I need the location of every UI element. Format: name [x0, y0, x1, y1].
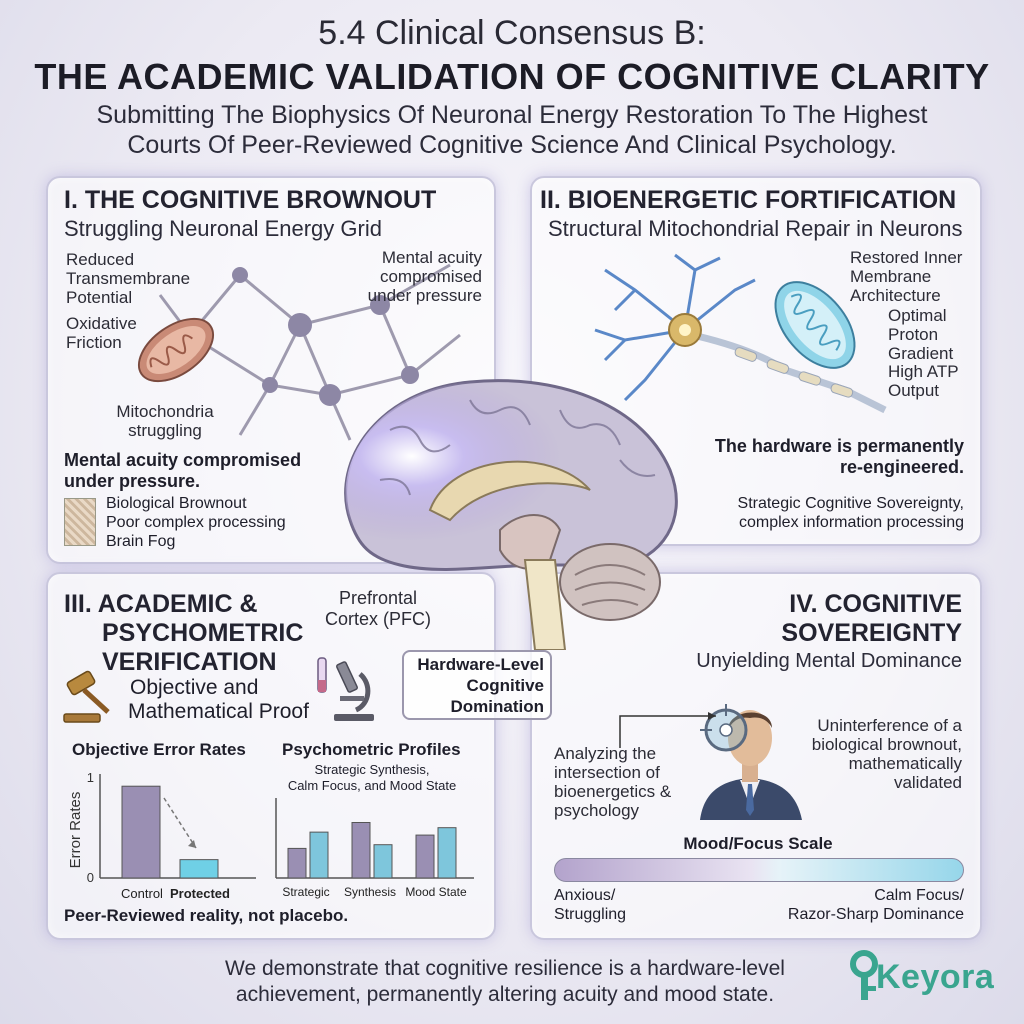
panel1-title: I. THE COGNITIVE BROWNOUT: [64, 186, 437, 214]
keyora-logo-icon: [850, 950, 878, 1000]
error-chart-ytick-0: 0: [87, 870, 94, 885]
label-transmembrane-potential: Reduced Transmembrane Potential: [66, 250, 191, 307]
error-bar-protected: [179, 859, 219, 879]
psychometric-chart-subtitle: Strategic Synthesis, Calm Focus, and Moo…: [287, 762, 457, 793]
brain-sagittal-illustration: [344, 379, 678, 650]
reduction-arrow: [163, 797, 197, 849]
error-bar-control: [121, 785, 161, 879]
panel1-subtitle: Struggling Neuronal Energy Grid: [64, 216, 382, 241]
page-title-line1: 5.4 Clinical Consensus B:: [318, 14, 706, 52]
panel3-subtitle: Objective and Mathematical Proof: [128, 676, 309, 723]
gavel-icon: [63, 670, 110, 723]
panel2-subtitle: Structural Mitochondrial Repair in Neuro…: [548, 216, 963, 241]
psychometric-bar-synthesis-2: [373, 844, 393, 879]
error-chart-xlabel-protected: Protected: [170, 886, 230, 901]
panel2-title: II. BIOENERGETIC FORTIFICATION: [540, 186, 957, 214]
psychometric-chart-title: Psychometric Profiles: [282, 740, 461, 759]
error-chart-ylabel: Error Rates: [67, 792, 84, 869]
healthy-neuron-illustration: [594, 253, 887, 414]
callout-leader-line: [619, 712, 716, 748]
microscope-icon: [317, 657, 374, 721]
psychometric-profiles-chart: Strategic Synthesis Mood State: [275, 798, 474, 899]
panel1-legend: Biological Brownout Poor complex process…: [106, 495, 286, 550]
page-title-line2: THE ACADEMIC VALIDATION OF COGNITIVE CLA…: [34, 56, 990, 97]
panel4-subtitle: Unyielding Mental Dominance: [696, 650, 962, 672]
panel3-footer: Peer-Reviewed reality, not placebo.: [64, 906, 349, 925]
label-analyzing-intersection: Analyzing the intersection of bioenerget…: [554, 744, 672, 820]
psychometric-bar-mood-state-1: [415, 834, 435, 879]
label-uninterference: Uninterference of a biological brownout,…: [811, 716, 962, 792]
scale-right-label: Calm Focus/ Razor-Sharp Dominance: [787, 887, 964, 923]
footer-statement: We demonstrate that cognitive resilience…: [225, 957, 785, 1006]
healthy-mitochondrion-icon: [774, 281, 856, 369]
panel1-summary: Mental acuity compromised under pressure…: [64, 450, 302, 491]
error-chart-title: Objective Error Rates: [72, 740, 246, 759]
psychometric-bar-strategic-2: [309, 831, 329, 879]
brownout-texture-swatch: [64, 498, 96, 546]
label-mental-acuity: Mental acuity compromised under pressure: [367, 248, 482, 305]
error-chart-ytick-1: 1: [87, 770, 94, 785]
label-inner-membrane: Restored Inner Membrane Architecture: [850, 248, 963, 305]
psychometric-xlabel-strategic: Strategic: [282, 885, 329, 899]
panel2-footer: Strategic Cognitive Sovereignty, complex…: [737, 495, 964, 531]
psychometric-bar-strategic-1: [287, 847, 307, 879]
hardware-domination-callout: Hardware-Level Cognitive Domination: [402, 650, 552, 720]
mood-focus-scale-bar: [554, 858, 964, 882]
panel3-title: III. ACADEMIC & PSYCHOMETRIC VERIFICATIO…: [64, 590, 304, 676]
label-oxidative-friction: Oxidative Friction: [66, 314, 137, 352]
error-rates-chart: Error Rates 1 0 Control Protected: [67, 770, 256, 901]
psychometric-xlabel-mood-state: Mood State: [405, 885, 467, 899]
page-subtitle: Submitting The Biophysics Of Neuronal En…: [40, 100, 984, 160]
psychometric-xlabel-synthesis: Synthesis: [344, 885, 396, 899]
psychometric-bar-mood-state-2: [437, 827, 457, 879]
scale-left-label: Anxious/ Struggling: [554, 887, 627, 923]
reduction-arrowhead: [188, 840, 196, 848]
error-chart-xlabel-control: Control: [121, 886, 163, 901]
label-atp-output: High ATP Output: [888, 362, 959, 400]
analyst-portrait-illustration: [700, 704, 802, 820]
label-mitochondria-struggling: Mitochondria struggling: [116, 402, 214, 440]
brand-logo-text: Keyora: [876, 958, 995, 996]
subtitle-line2: Courts Of Peer-Reviewed Cognitive Scienc…: [127, 131, 897, 159]
panel2-summary: The hardware is permanently re-engineere…: [714, 436, 964, 477]
label-proton-gradient: Optimal Proton Gradient: [888, 306, 954, 363]
panel4-title: IV. COGNITIVE SOVEREIGNTY: [781, 590, 962, 647]
mood-scale-title: Mood/Focus Scale: [683, 834, 833, 853]
subtitle-line1: Submitting The Biophysics Of Neuronal En…: [96, 101, 928, 129]
psychometric-bar-synthesis-1: [351, 822, 371, 879]
label-prefrontal-cortex: Prefrontal Cortex (PFC): [324, 588, 431, 629]
struggling-mitochondrion-icon: [137, 317, 215, 383]
